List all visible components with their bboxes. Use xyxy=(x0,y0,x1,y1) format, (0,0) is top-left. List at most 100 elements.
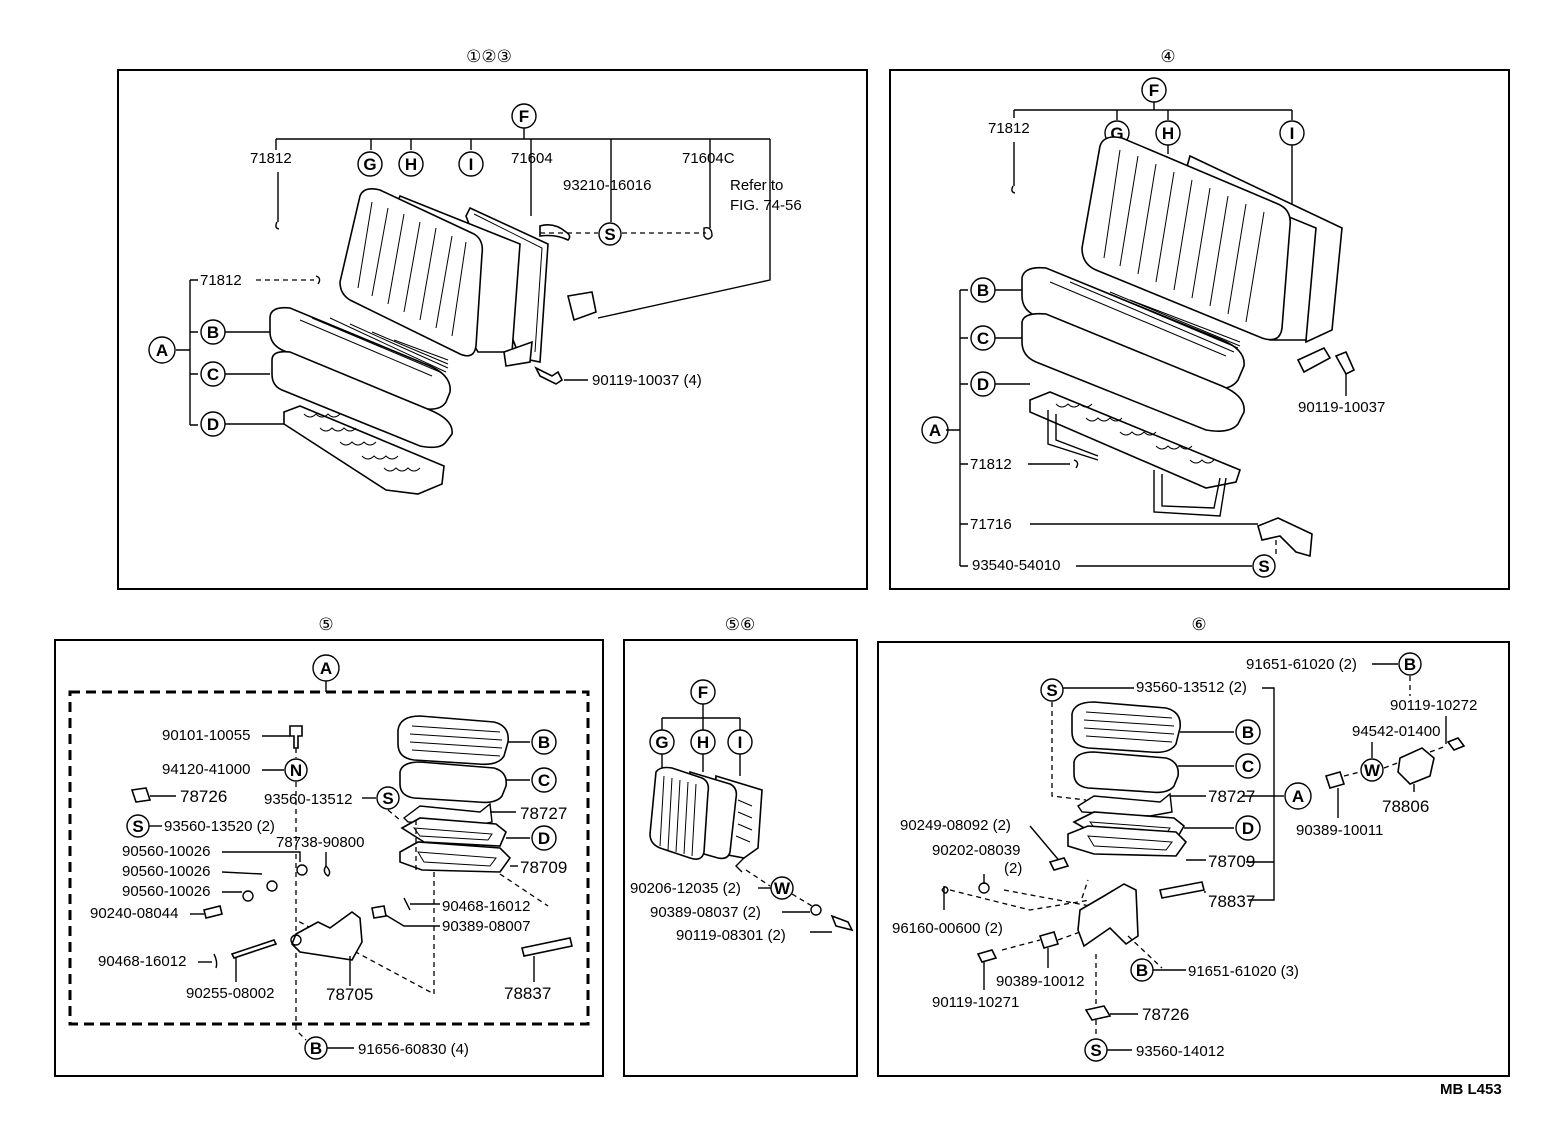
label-93560-512-6: 93560-13512 (2) xyxy=(1136,679,1247,696)
seat-pad-c-4 xyxy=(1021,312,1245,432)
label-90468-a: 90468-16012 xyxy=(442,898,530,915)
label-78837-5: 78837 xyxy=(504,984,551,1003)
panel-frame-123 xyxy=(117,69,868,590)
seat-frame-d-5-inner xyxy=(412,827,493,841)
dash-s-5b xyxy=(387,809,401,821)
seatback-cover-g-4 xyxy=(1081,136,1292,341)
callout-s-5b: S xyxy=(382,789,393,808)
label-94120: 94120-41000 xyxy=(162,761,250,778)
callout-s-6a: S xyxy=(1046,681,1057,700)
callout-c-123: C xyxy=(207,365,219,384)
dash-96160 xyxy=(949,889,1091,911)
leader-90560-b xyxy=(221,871,263,875)
label-90560-b: 90560-10026 xyxy=(122,863,210,880)
clip-71604c xyxy=(703,226,713,240)
callout-b-5: B xyxy=(538,733,550,752)
seat-cover-ribs xyxy=(299,317,449,377)
seat-frame-springs xyxy=(303,413,421,472)
seat-cover-b-6 xyxy=(1071,701,1182,754)
callout-circle-d-6 xyxy=(1235,815,1261,841)
leader-90560-a xyxy=(222,851,301,862)
label-refer: Refer to xyxy=(730,177,783,194)
callout-f-56: F xyxy=(698,683,708,702)
callout-a-bracket-123 xyxy=(176,279,198,426)
callout-i: I xyxy=(469,155,474,174)
callout-circle-g xyxy=(357,151,383,177)
callout-circle-s-6a xyxy=(1040,678,1064,702)
washer-90560-a xyxy=(296,864,308,876)
label-90389-011: 90389-10011 xyxy=(1296,822,1383,839)
bolt-90119-272 xyxy=(1446,737,1466,751)
dash-n-to-b xyxy=(295,782,307,1041)
pin-90468-b xyxy=(213,953,218,969)
callout-circle-c-6 xyxy=(1235,753,1261,779)
callout-circle-b-6 xyxy=(1235,719,1261,745)
callout-circle-a-6 xyxy=(1284,782,1312,810)
label-78837-6: 78837 xyxy=(1208,892,1255,911)
label-90119-271: 90119-10271 xyxy=(932,994,1019,1011)
label-90240: 90240-08044 xyxy=(90,905,178,922)
bolt-90119-123 xyxy=(534,366,564,385)
label-71812-mid-4: 71812 xyxy=(970,456,1012,473)
clip-71812-mid-4 xyxy=(1073,459,1079,469)
callout-b-5b: B xyxy=(310,1039,322,1058)
bolt-90249 xyxy=(1048,857,1070,871)
callout-circle-w-6 xyxy=(1360,758,1384,782)
label-90249: 90249-08092 (2) xyxy=(900,817,1011,834)
part-78726-6 xyxy=(1084,1005,1112,1021)
label-90119-56: 90119-08301 (2) xyxy=(676,927,786,944)
panel-frame-6 xyxy=(877,641,1510,1077)
callout-circle-a-4 xyxy=(921,416,949,444)
bolt-90119-4 xyxy=(1334,350,1356,376)
callout-d-5: D xyxy=(538,829,550,848)
callout-circle-a-123 xyxy=(148,336,176,364)
panel-frame-5 xyxy=(54,639,604,1077)
callout-c-4: C xyxy=(977,329,989,348)
leader-90389-5 xyxy=(383,913,440,927)
label-90389-012: 90389-10012 xyxy=(996,973,1084,990)
pin-90255 xyxy=(230,939,278,959)
callout-s-6b: S xyxy=(1090,1041,1101,1060)
base-78709-5 xyxy=(399,841,512,873)
callout-i-4: I xyxy=(1290,124,1295,143)
label-93560-012: 93560-14012 xyxy=(1136,1043,1224,1060)
label-71604c: 71604C xyxy=(682,150,735,167)
seat-pad-c-6 xyxy=(1073,751,1180,794)
label-90560-a: 90560-10026 xyxy=(122,843,210,860)
bolt-90119-271 xyxy=(976,949,998,963)
callout-c-6: C xyxy=(1242,757,1254,776)
label-93540: 93540-54010 xyxy=(972,557,1060,574)
seatback-cover-ribs xyxy=(357,201,467,337)
washer-90202 xyxy=(978,882,990,894)
label-90119-4: 90119-10037 xyxy=(1298,399,1385,416)
pad-78837-6 xyxy=(1159,881,1205,899)
callout-a-bracket-4 xyxy=(946,289,968,567)
dash-hinge-6 xyxy=(1081,879,1163,969)
leaders-bcd-123 xyxy=(225,331,284,425)
callout-a-bracket-6 xyxy=(1248,687,1275,901)
seat-cover-b xyxy=(269,306,451,410)
callout-c-5: C xyxy=(538,771,550,790)
dash-w-6 xyxy=(1343,745,1447,777)
seatback-hinge xyxy=(503,340,533,367)
assembly-a-outline-5 xyxy=(68,690,590,1026)
panel-title-4: ④ xyxy=(1160,47,1175,66)
label-78738: 78738-90800 xyxy=(276,834,364,851)
callout-w-56: W xyxy=(774,879,791,898)
bolt-90119-56 xyxy=(830,914,854,932)
label-71812: 71812 xyxy=(250,150,292,167)
leaders-71604-93210 xyxy=(530,150,711,228)
dash-w-56 xyxy=(745,869,771,887)
hinge-78705 xyxy=(291,911,363,961)
washer-90560-c xyxy=(242,890,254,902)
seatback-frame-i-inner xyxy=(473,213,543,353)
callout-circle-n xyxy=(284,758,308,782)
label-90468-b: 90468-16012 xyxy=(98,953,186,970)
callout-h: H xyxy=(405,155,417,174)
panel-model-6: ⑥ 91651-61020 (2) B S 93560-13512 (2) B … xyxy=(877,615,1510,1077)
seatback-cover-g-56 xyxy=(649,766,710,860)
callout-circle-s-4 xyxy=(1252,554,1276,578)
bolt-90240 xyxy=(203,905,223,919)
bushing-90389-012 xyxy=(1038,931,1060,949)
